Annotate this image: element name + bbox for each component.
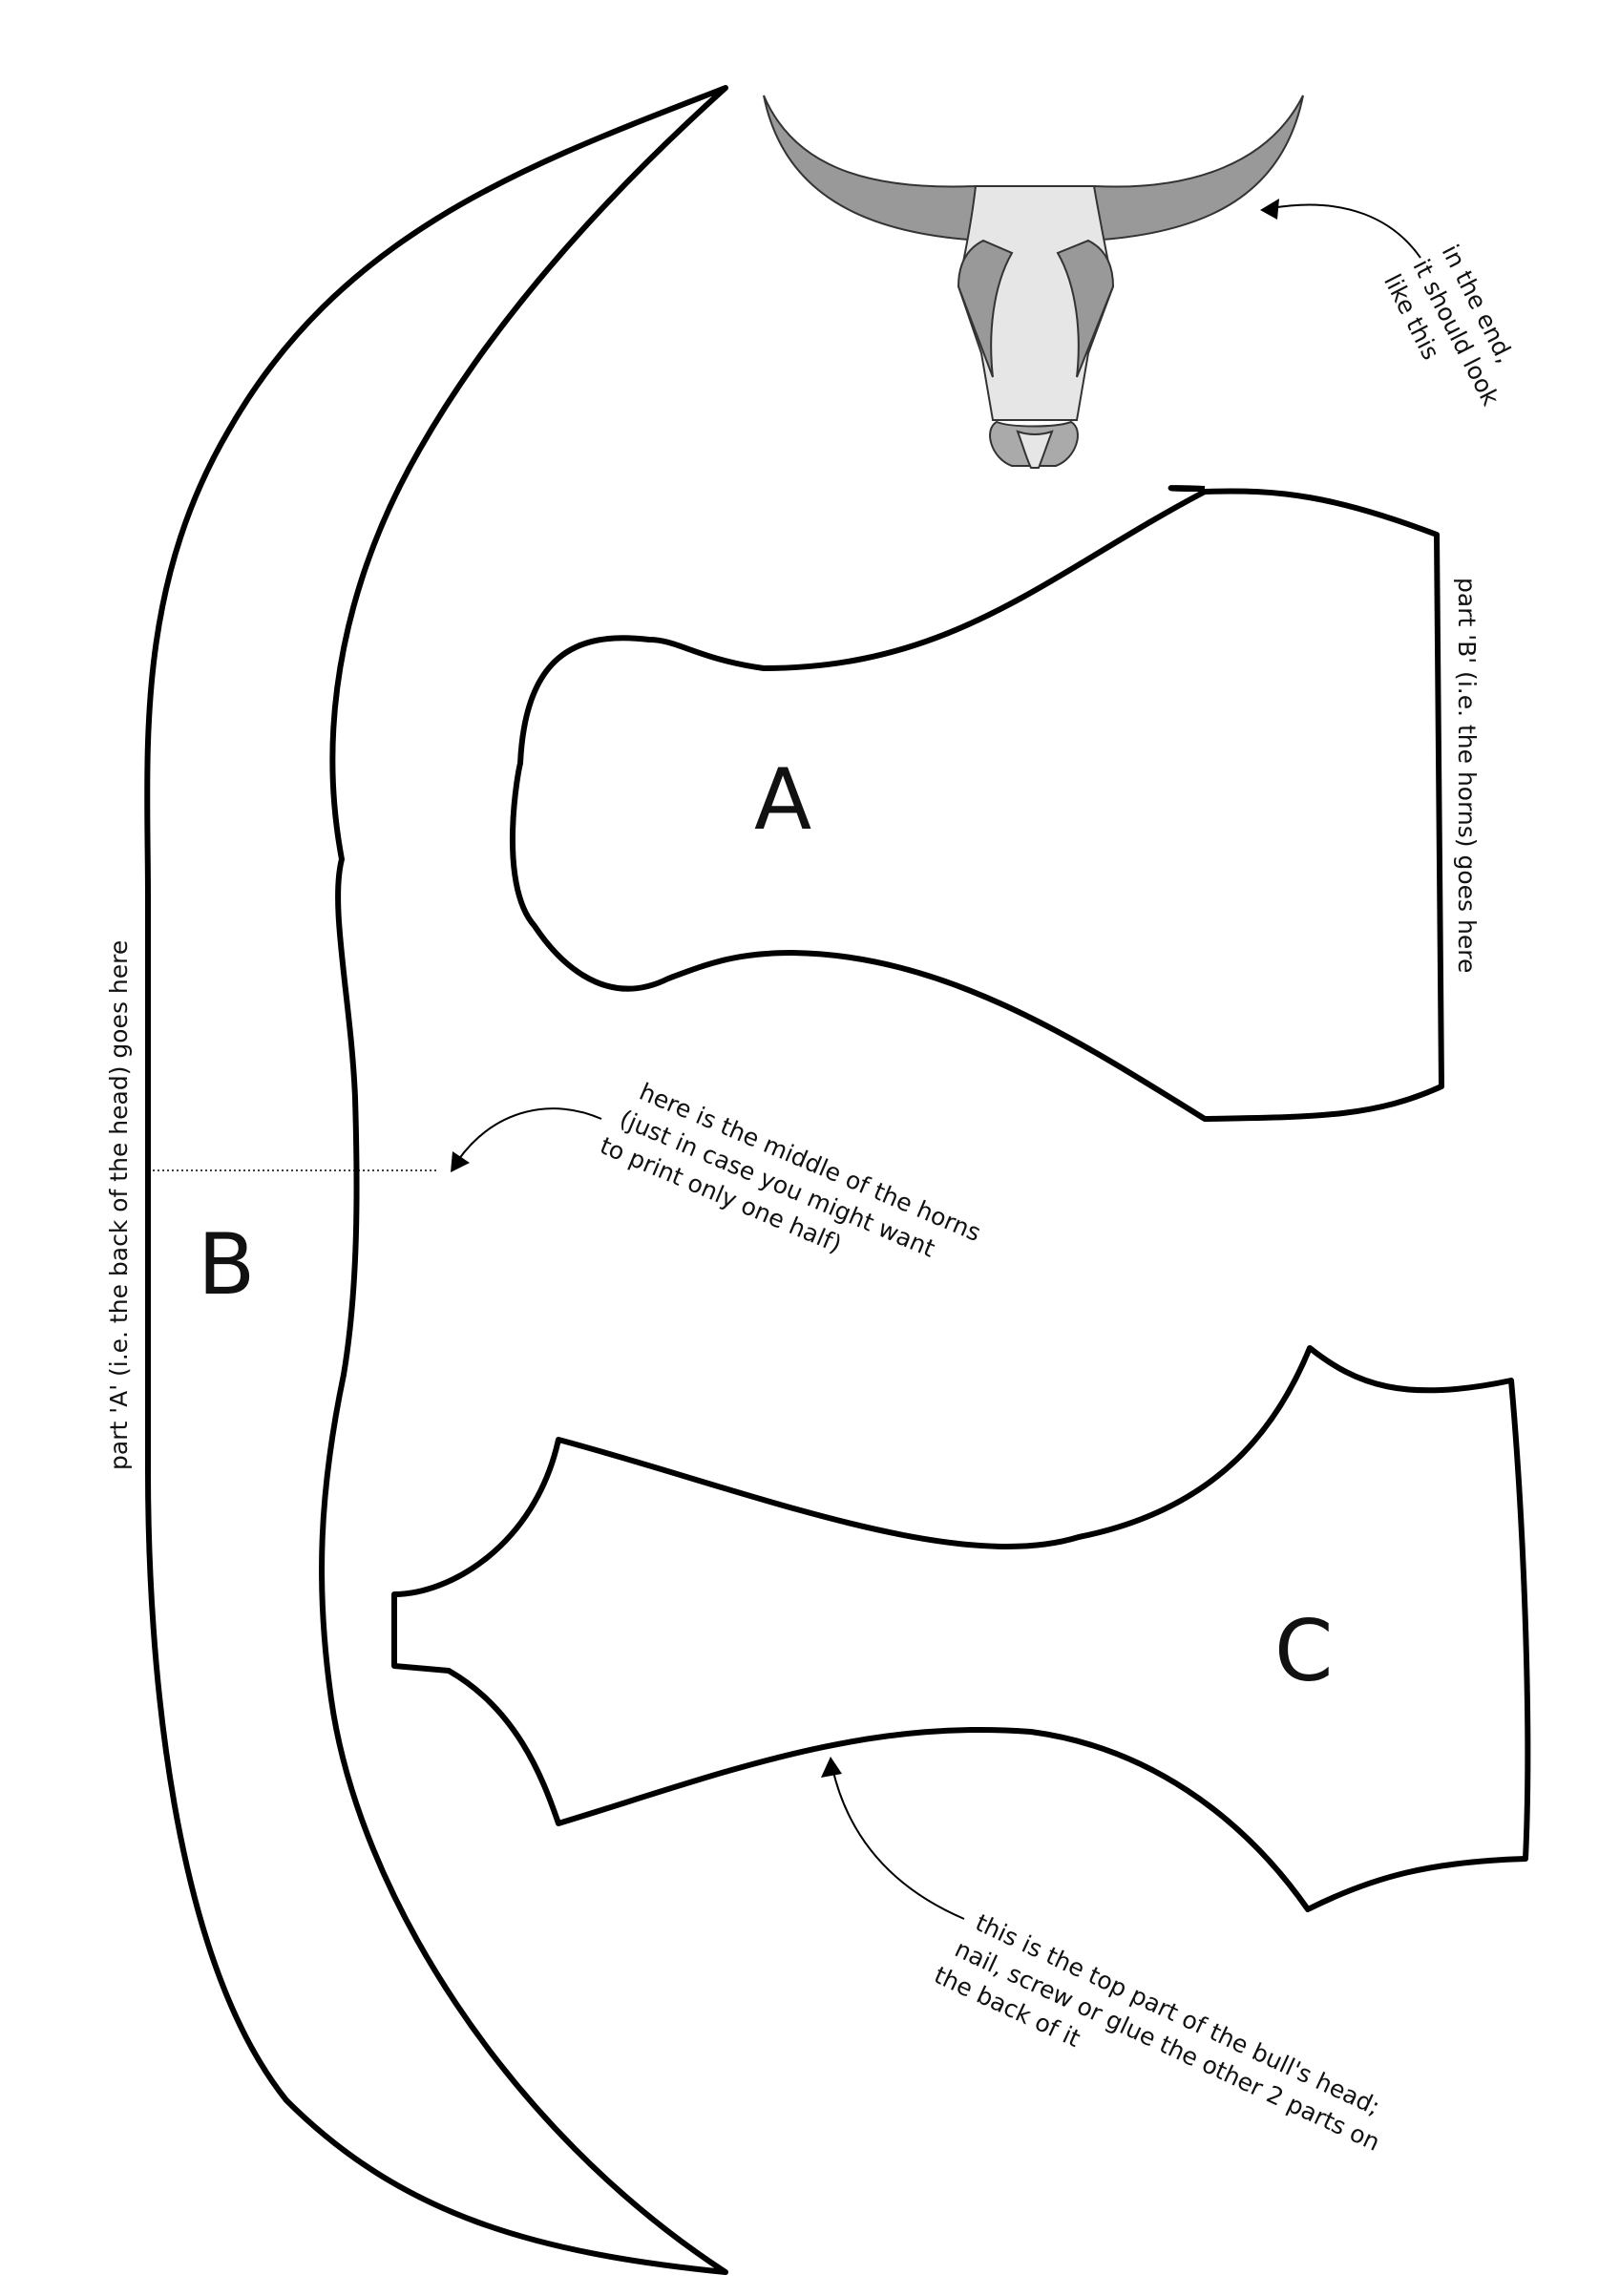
middle-arrow bbox=[457, 1107, 602, 1161]
preview-note: in the end, it should look like this bbox=[1378, 241, 1537, 432]
piece-b-horns bbox=[144, 85, 728, 2275]
top-part-arrow bbox=[831, 1767, 965, 1920]
piece-c-label: C bbox=[1274, 1602, 1333, 1700]
middle-arrowhead bbox=[451, 1151, 470, 1172]
piece-c-top-of-head bbox=[391, 1345, 1531, 1912]
piece-b-label: B bbox=[198, 1215, 255, 1314]
muzzle-center bbox=[1016, 430, 1054, 469]
left-eye-patch bbox=[957, 239, 1014, 378]
preview-arrow bbox=[1271, 203, 1421, 259]
top-part-note-line-2: nail, screw or glue the other 2 parts on bbox=[951, 1935, 1384, 2157]
glue-b-note: part 'B' (i.e. the horns) goes here bbox=[1453, 578, 1481, 973]
skull bbox=[957, 185, 1115, 421]
middle-note: here is the middle of the horns (just in… bbox=[596, 1072, 992, 1310]
left-horn bbox=[763, 95, 985, 242]
bull-head-preview bbox=[763, 95, 1304, 469]
right-horn bbox=[1086, 95, 1304, 242]
piece-a-back-of-head bbox=[509, 485, 1444, 1122]
glue-a-note: part 'A' (i.e. the back of the head) goe… bbox=[105, 940, 133, 1470]
top-part-arrowhead bbox=[821, 1757, 842, 1778]
preview-arrowhead bbox=[1260, 199, 1279, 220]
right-eye-patch bbox=[1056, 239, 1115, 378]
top-part-note: this is the top part of the bull's head;… bbox=[930, 1902, 1404, 2189]
piece-a-label: A bbox=[754, 750, 811, 849]
